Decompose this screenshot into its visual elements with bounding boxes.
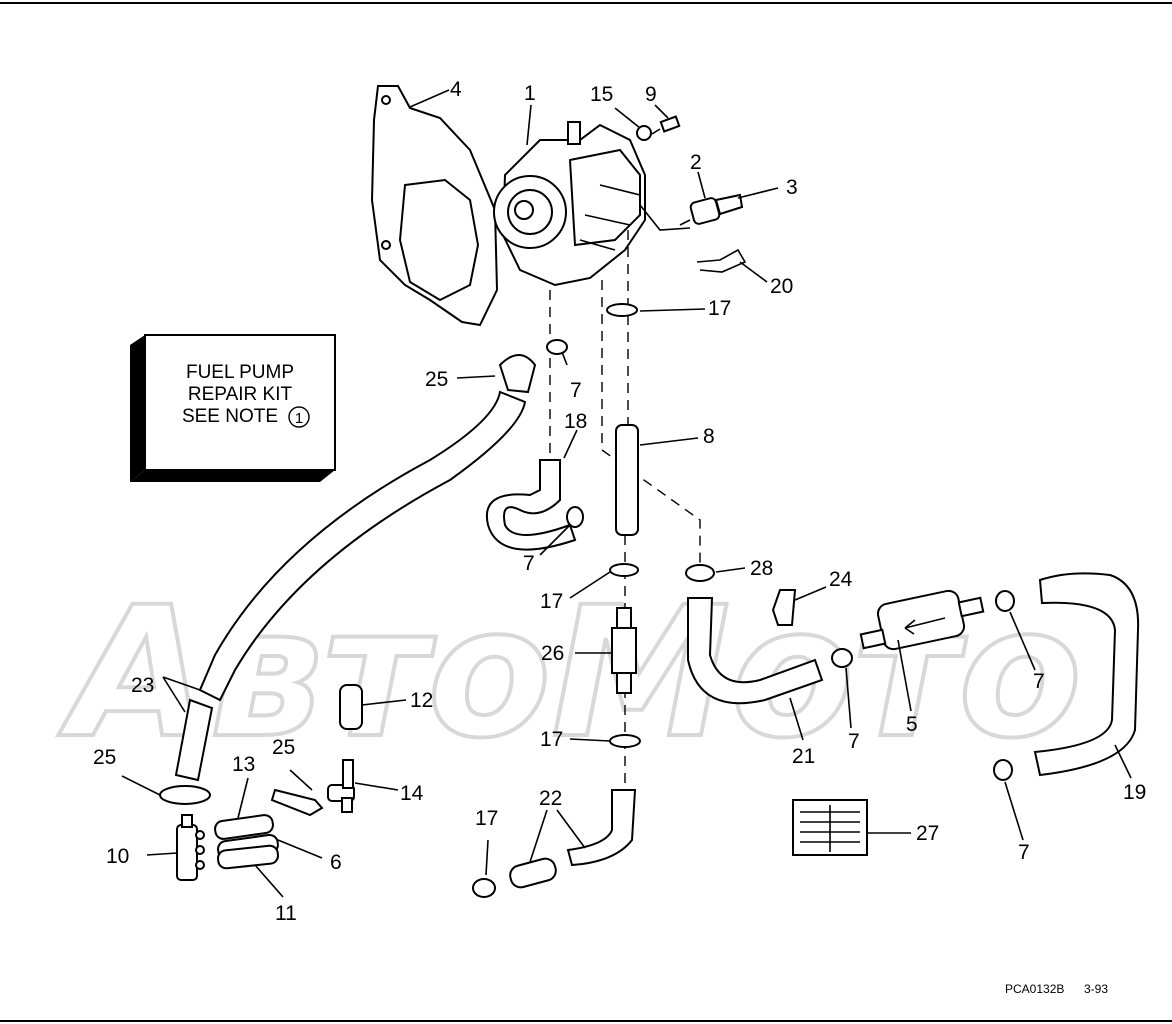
clamp	[993, 759, 1013, 781]
clamp	[566, 506, 584, 528]
clamp	[546, 339, 568, 355]
screw	[651, 115, 681, 135]
callout-18: 18	[564, 410, 587, 433]
fuel-filter	[859, 589, 985, 651]
callout-2: 2	[690, 151, 702, 174]
callout-17: 17	[540, 728, 563, 751]
fuel-hose	[687, 597, 824, 705]
callout-7: 7	[570, 379, 582, 402]
callout-1: 1	[524, 82, 536, 105]
fuel-manifold	[176, 814, 205, 881]
callout-13: 13	[232, 753, 255, 776]
fuel-fitting	[679, 193, 744, 226]
short-hose	[214, 814, 274, 840]
callout-4: 4	[450, 78, 462, 101]
leader-lines	[121, 89, 1132, 898]
callout-6: 6	[330, 851, 342, 874]
clamp	[685, 564, 715, 582]
drawing-code: PCA0132B	[1005, 982, 1064, 996]
note-number: 1	[295, 410, 303, 427]
warning-decal	[792, 799, 868, 856]
callout-9: 9	[645, 83, 657, 106]
fuel-hose	[485, 459, 577, 551]
clamp	[831, 648, 853, 668]
callout-21: 21	[792, 745, 815, 768]
callout-17: 17	[475, 807, 498, 830]
callout-28: 28	[750, 557, 773, 580]
kit-line-2: REPAIR KIT	[188, 384, 293, 405]
callout-11: 11	[275, 902, 297, 925]
fuel-pump	[493, 121, 691, 287]
callout-17: 17	[540, 590, 563, 613]
callout-7: 7	[523, 552, 535, 575]
callout-26: 26	[541, 642, 564, 665]
callout-7: 7	[848, 730, 860, 753]
clamp	[472, 878, 496, 898]
callout-labels: 4 1 15 9 2 3 20 17 25 7 18 8 7 28 17 24 …	[93, 78, 1146, 925]
clamp	[995, 590, 1015, 612]
clamp	[606, 303, 638, 317]
short-hose	[509, 857, 557, 889]
note-circle	[288, 406, 310, 428]
callout-27: 27	[916, 822, 939, 845]
clamp	[159, 785, 211, 805]
callout-3: 3	[786, 176, 798, 199]
fuel-hose	[615, 424, 639, 536]
kit-line-1: FUEL PUMP	[186, 362, 294, 383]
callout-7: 7	[1018, 841, 1030, 864]
callout-17: 17	[708, 297, 731, 320]
callout-8: 8	[703, 425, 715, 448]
filter-bracket	[771, 589, 797, 626]
inline-connector	[611, 607, 637, 694]
callout-10: 10	[106, 845, 129, 868]
callout-19: 19	[1123, 781, 1146, 804]
callout-5: 5	[906, 713, 918, 736]
callout-25: 25	[93, 746, 116, 769]
short-hose	[270, 788, 324, 817]
callout-20: 20	[770, 275, 793, 298]
clamp	[498, 354, 537, 394]
kit-line-3: SEE NOTE	[182, 406, 278, 427]
callout-24: 24	[829, 568, 853, 591]
clamp	[609, 734, 641, 748]
washer	[636, 125, 652, 141]
fuel-hose	[198, 390, 527, 702]
tee-fitting	[327, 759, 355, 813]
callout-12: 12	[410, 689, 433, 712]
repair-kit-box: FUEL PUMP REPAIR KIT SEE NOTE 1	[130, 334, 336, 482]
fuel-hose	[174, 698, 214, 782]
fuel-hose	[566, 789, 637, 867]
short-hose	[217, 844, 279, 870]
dash-line	[601, 280, 701, 570]
callout-7: 7	[1033, 670, 1045, 693]
clip	[696, 248, 747, 273]
drawing-date: 3-93	[1084, 982, 1108, 996]
mounting-bracket	[370, 85, 499, 327]
callout-23: 23	[131, 674, 154, 697]
callout-14: 14	[400, 782, 424, 805]
callout-25: 25	[425, 368, 448, 391]
clamp	[609, 563, 639, 577]
callout-22: 22	[539, 787, 562, 810]
callout-15: 15	[590, 83, 613, 106]
fuel-hose	[1033, 572, 1140, 777]
connector-sleeve	[339, 684, 363, 730]
callout-25: 25	[272, 736, 295, 759]
